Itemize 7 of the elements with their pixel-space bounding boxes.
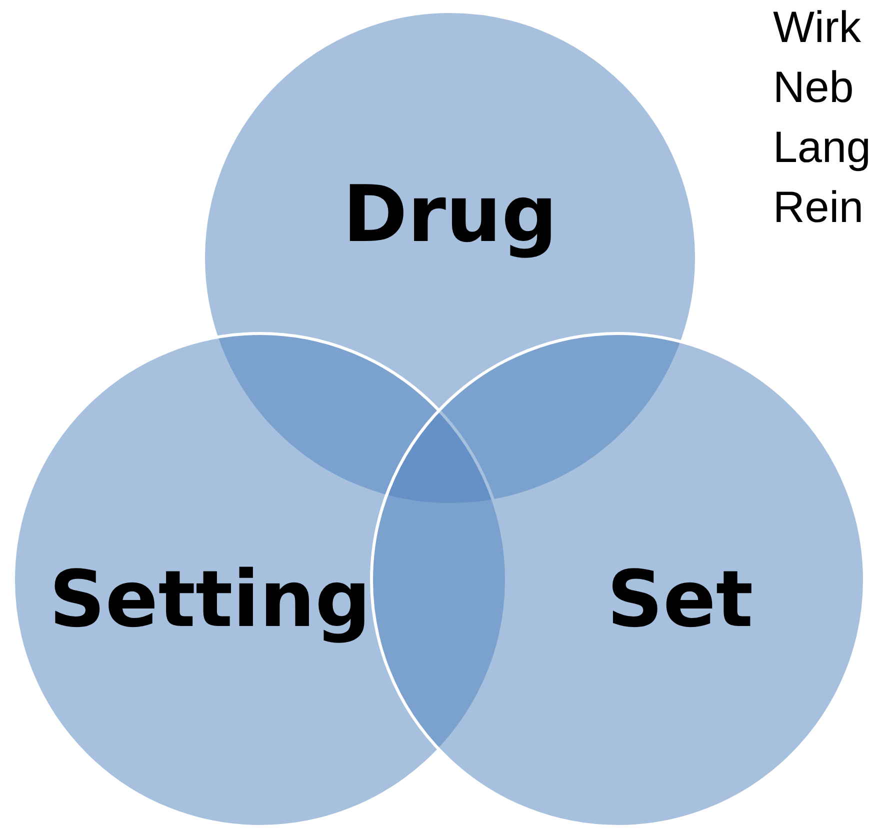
note-text: Wirk (773, 2, 861, 54)
note-text: Neb (773, 62, 854, 114)
circle-label: Setting (49, 555, 371, 645)
circle-label: Drug (342, 170, 558, 260)
circle-label: Set (606, 555, 754, 645)
note-text: Rein (773, 182, 864, 234)
note-text: Lang (773, 122, 870, 174)
